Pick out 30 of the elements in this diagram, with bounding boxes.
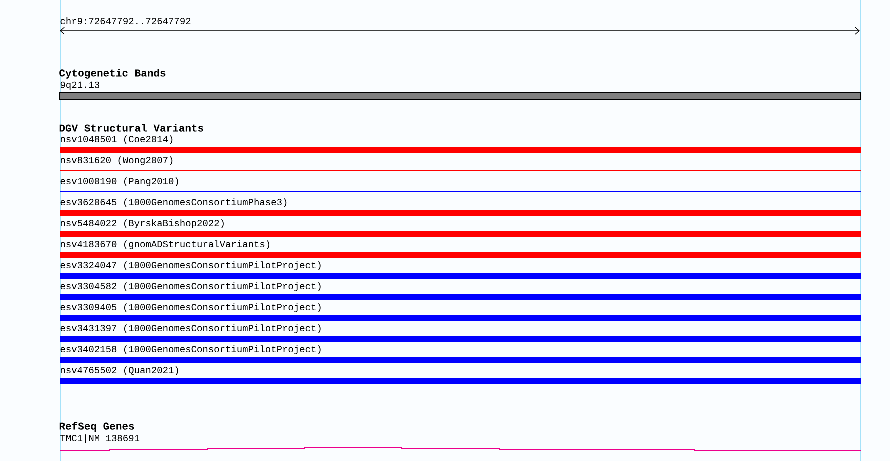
variant-bar (60, 147, 861, 153)
track-heading: RefSeq Genes (60, 422, 134, 432)
feature-label: esv3402158 (1000GenomesConsortiumPilotProject) (60, 346, 321, 354)
variant-bar (60, 231, 861, 237)
feature-label: nsv5484022 (ByrskaBishop2022) (61, 220, 224, 228)
feature-label: TMC1|NM_138691 (60, 434, 140, 444)
track-heading: DGV Structural Variants (60, 124, 204, 132)
feature-label: nsv4765502 (Quan2021) (61, 366, 178, 376)
variant-bar (60, 336, 861, 342)
feature-label: 9q21.13 (60, 82, 100, 90)
feature-label: esv3431397 (1000GenomesConsortiumPilotProject) (60, 324, 321, 334)
variant-bar (60, 273, 861, 279)
feature-label: esv3620645 (1000GenomesConsortiumPhase3) (60, 198, 287, 208)
feature-label: nsv831620 (Wong2007) (61, 156, 173, 166)
feature-label: esv1000190 (Pang2010) (60, 178, 178, 186)
feature-label: esv3309405 (1000GenomesConsortiumPilotProject) (60, 304, 321, 312)
track-heading: Cytogenetic Bands (60, 69, 166, 79)
feature-label: esv3304582 (1000GenomesConsortiumPilotProject) (60, 282, 321, 292)
feature-label: nsv1048501 (Coe2014) (61, 136, 173, 144)
cytoband-bar (60, 92, 862, 100)
gene-feature (60, 447, 862, 452)
variant-bar (60, 378, 861, 384)
variant-bar (60, 210, 861, 216)
feature-label: esv3324047 (1000GenomesConsortiumPilotProject) (60, 262, 321, 270)
variant-bar (60, 315, 861, 321)
variant-bar (60, 357, 861, 363)
feature-label: nsv4183670 (gnomADStructuralVariants) (61, 240, 270, 250)
variant-bar (60, 294, 861, 300)
coordinate-label: chr9:72647792..72647792 (60, 18, 191, 24)
variant-bar (60, 252, 861, 258)
